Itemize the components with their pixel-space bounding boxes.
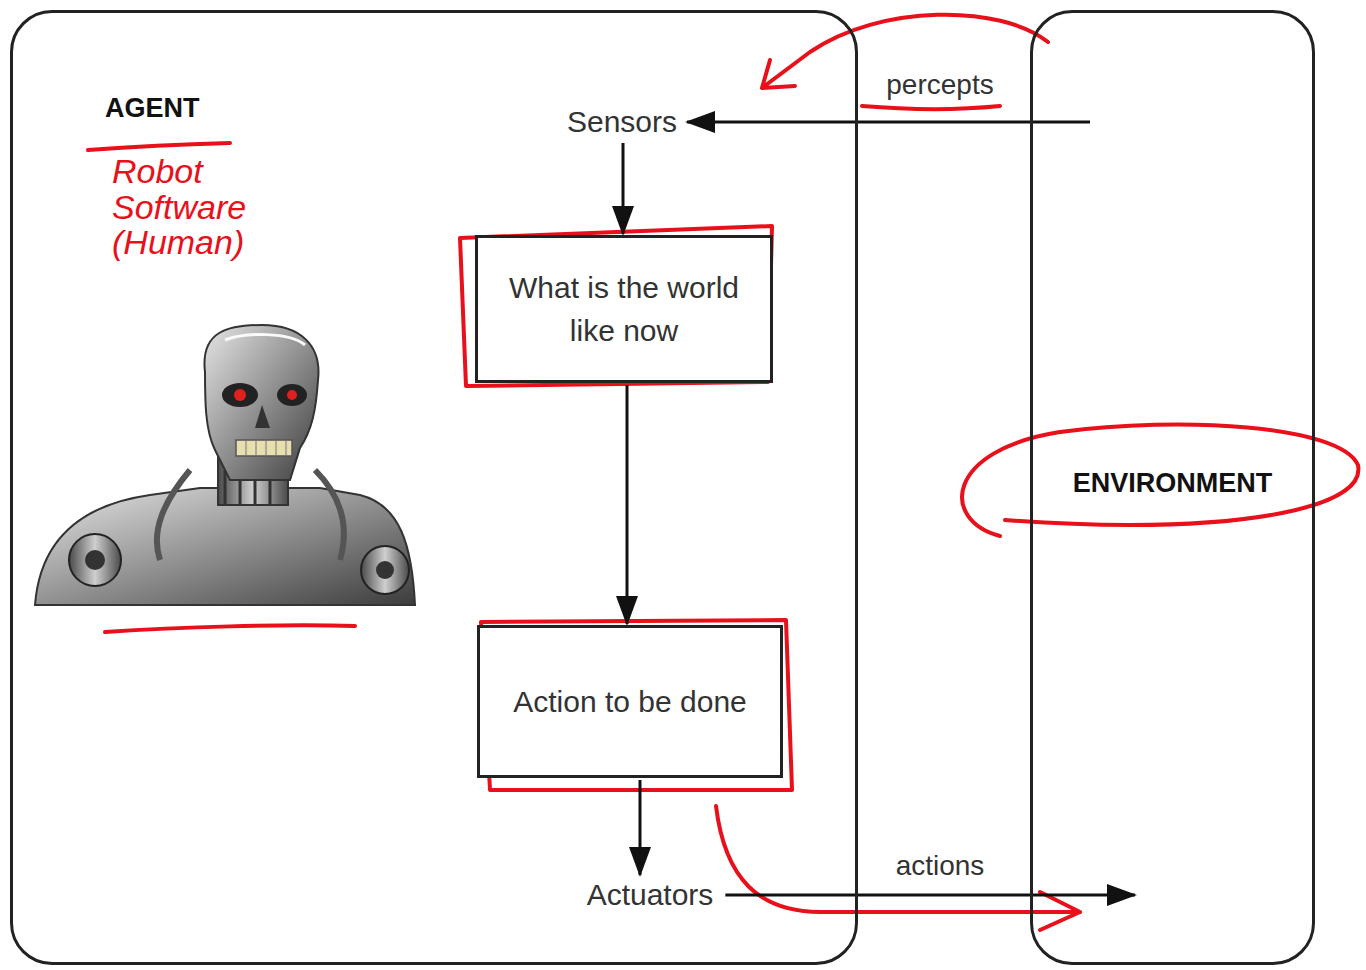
node-text: Sensors <box>567 105 677 139</box>
node-text: What is the world like now <box>504 266 744 353</box>
annotation-underline <box>105 625 355 632</box>
sensors-node: Sensors <box>563 103 681 141</box>
node-text: Actuators <box>587 878 714 912</box>
actuators-node: Actuators <box>583 876 718 914</box>
region-heading: ENVIRONMENT <box>1033 468 1312 499</box>
flow-arrow <box>626 385 629 624</box>
flow-arrow <box>725 894 1135 897</box>
handwritten-note: Robot Software (Human) <box>112 154 312 261</box>
process-box: What is the world like now <box>475 235 773 383</box>
annotation-underline <box>862 106 1000 109</box>
annotation-arrow <box>716 806 1080 930</box>
robot-illustration <box>35 325 415 605</box>
node-text: Action to be done <box>513 680 747 724</box>
edge-label: percepts <box>884 69 995 101</box>
annotation-ellipse <box>962 425 1358 536</box>
annotation-box <box>460 226 772 386</box>
annotation-underline <box>88 143 230 150</box>
environment-region: ENVIRONMENT <box>1030 10 1315 965</box>
edge-label: actions <box>894 850 987 882</box>
flow-arrow <box>638 780 641 875</box>
process-box: Action to be done <box>477 625 783 778</box>
flow-arrow <box>622 143 625 234</box>
region-heading: AGENT <box>105 93 200 124</box>
